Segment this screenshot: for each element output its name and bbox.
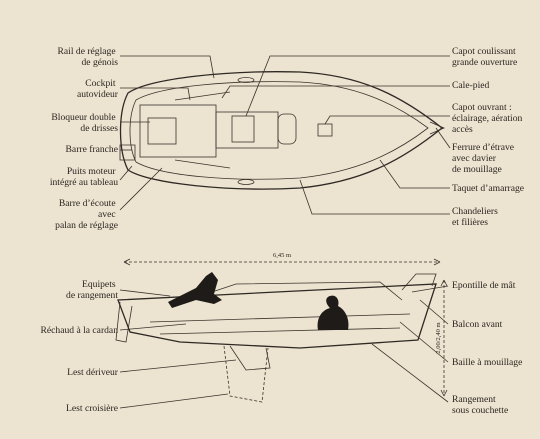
deck-plan-view: [119, 55, 451, 215]
hull-outline-side: [117, 283, 437, 349]
label-barre-ecoute: Barre d’écoute avec palan de réglage: [55, 198, 118, 231]
keel-croisiere: [223, 345, 269, 403]
deck-inner-line: [129, 81, 429, 180]
label-taquet: Taquet d’amarrage: [452, 183, 524, 194]
cockpit-seat: [147, 117, 177, 145]
label-equipets: Equipets de rangement: [66, 279, 118, 301]
stern-cleat-top: [237, 77, 255, 83]
label-chandeliers: Chandeliers et filières: [452, 206, 500, 228]
length-dimension-label: 6,45 m: [273, 252, 291, 259]
transom-outboard-well: [119, 144, 136, 161]
label-ferrure-etrave: Ferrure d’étrave avec davier de mouillag…: [452, 142, 516, 175]
label-rail-de-reglage: Rail de réglage de génois: [58, 46, 119, 68]
pulpit: [401, 273, 437, 291]
berth-line: [149, 313, 411, 323]
label-capot-coulissant: Capot coulissant grande ouverture: [452, 46, 518, 68]
cockpit-well: [139, 104, 217, 158]
label-rechaud: Réchaud à la cardan: [40, 325, 118, 336]
label-bloqueur-double: Bloqueur double de drisses: [51, 112, 118, 134]
label-capot-ouvrant: Capot ouvrant : éclairage, aération accè…: [452, 102, 525, 135]
label-puits-moteur: Puits moteur intégré au tableau: [50, 166, 118, 188]
label-lest-deriveur: Lest dériveur: [67, 367, 119, 378]
stern-cleat-bottom: [237, 179, 255, 185]
keel-deriveur: [229, 345, 271, 371]
label-barre-franche: Barre franche: [66, 144, 118, 155]
jib-track-top: [174, 91, 231, 169]
label-lest-croisiere: Lest croisière: [66, 403, 118, 414]
forward-hatch: [317, 123, 333, 137]
height-dimension-label: 2,00/2,40 m: [435, 322, 442, 353]
bow-fitting: [429, 121, 446, 135]
left-labels: Rail de réglage de génois Cockpit autovi…: [40, 46, 118, 414]
cabin-sole: [159, 327, 401, 335]
right-labels: Capot coulissant grande ouverture Cale-p…: [452, 46, 525, 416]
label-epontille: Epontille de mât: [452, 280, 516, 291]
label-cale-pied: Cale-pied: [452, 80, 489, 91]
cabin-top: [277, 113, 297, 145]
rudder: [115, 301, 133, 343]
hull-outline-top: [119, 71, 444, 190]
profile-view: [115, 258, 449, 409]
label-balcon: Balcon avant: [452, 319, 503, 330]
sliding-hatch: [231, 115, 255, 143]
crew-reclining-silhouette: [168, 272, 222, 308]
label-cockpit-autovideur: Cockpit autovideur: [77, 78, 119, 100]
crew-seated-silhouette: [317, 295, 349, 330]
cabin-roof: [199, 281, 403, 301]
label-rangement: Rangement sous couchette: [452, 394, 508, 416]
label-baille: Baille à mouillage: [452, 357, 522, 368]
companionway: [215, 111, 279, 149]
